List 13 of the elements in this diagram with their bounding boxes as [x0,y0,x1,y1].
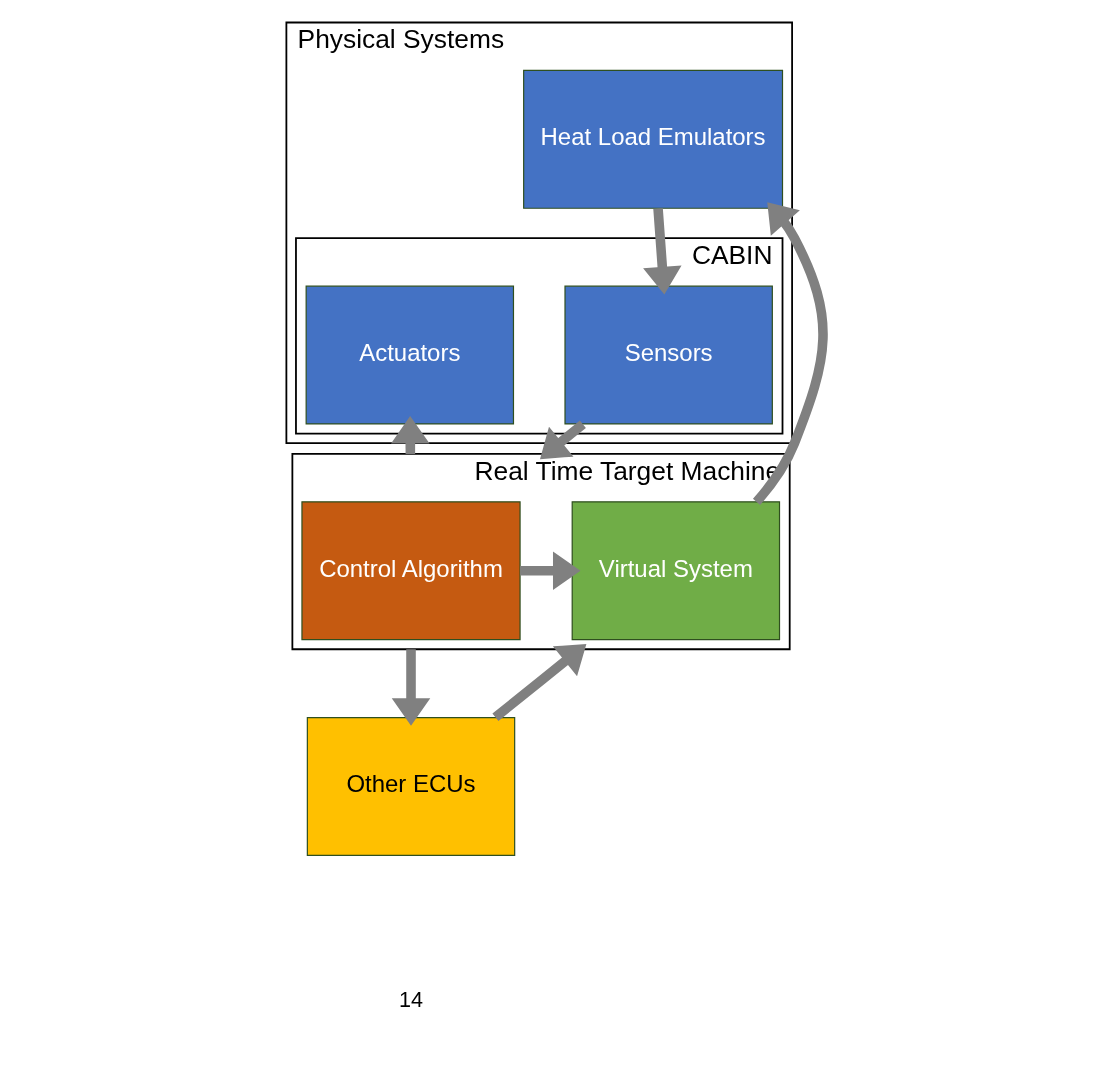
arrow [519,551,580,591]
arrow [391,649,430,726]
node-box: Actuators [305,285,514,425]
label: 14 [398,987,423,1013]
node-box: Other ECUs [306,716,515,856]
node-box: Control Algorithm [300,501,521,641]
node-box: Virtual System [571,501,780,641]
arrow [642,208,682,295]
node-box: Sensors [563,285,773,425]
arrow [539,420,586,460]
arrow [491,644,586,722]
node-box: Heat Load Emulators [522,69,783,209]
arrow [752,202,828,505]
